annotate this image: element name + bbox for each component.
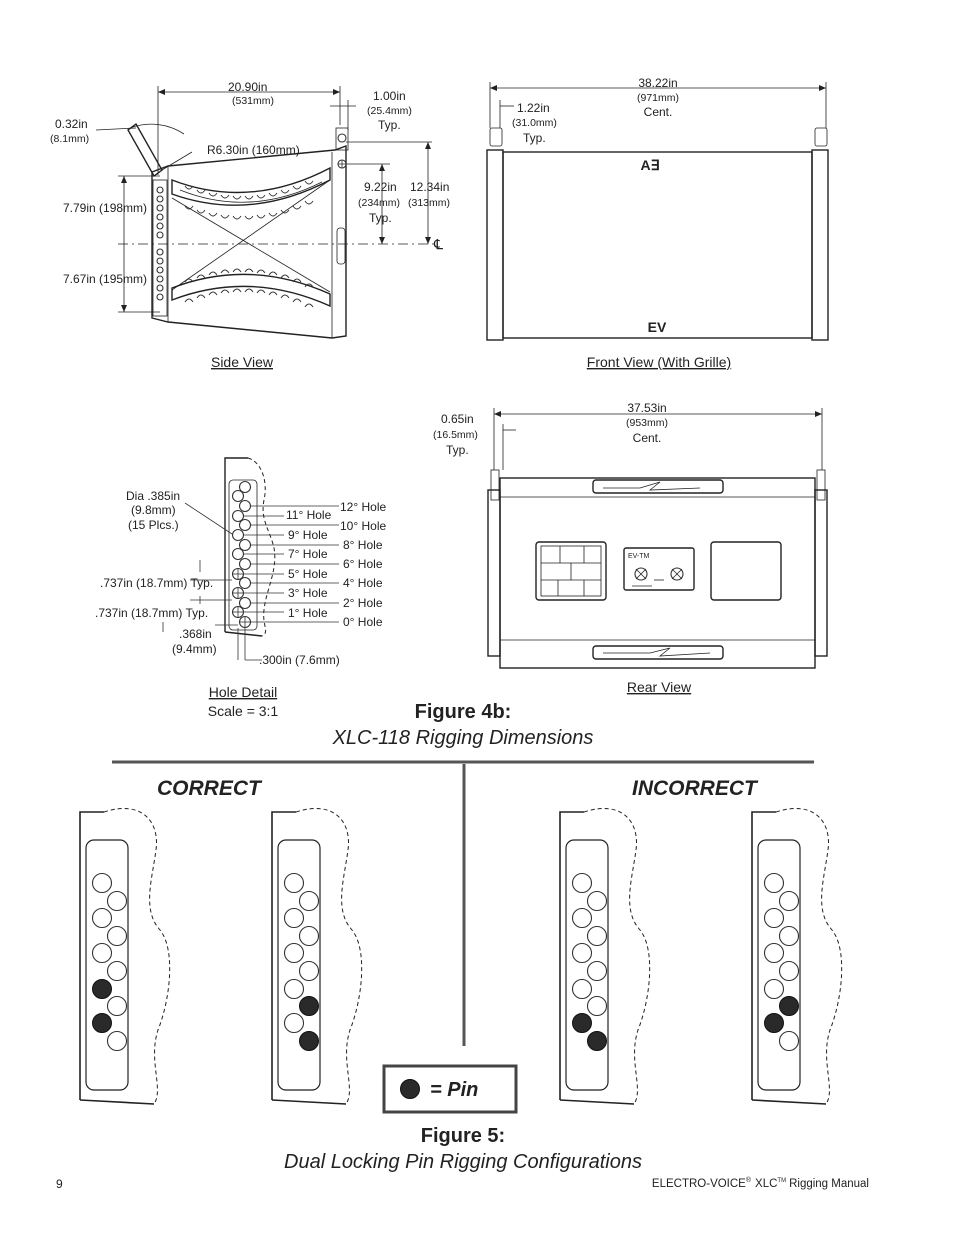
side-radius-dim: R6.30in (160mm) — [207, 143, 300, 157]
front-122-dim-typ: Typ. — [523, 131, 546, 145]
figure5-label: Figure 5: — [421, 1125, 505, 1147]
side-922-dim: 9.22in — [364, 180, 397, 194]
rear-065-dim: 0.65in — [441, 412, 474, 426]
side-100-dim-typ: Typ. — [378, 118, 401, 132]
hole-detail-scale: Scale = 3:1 — [208, 703, 279, 719]
front-width-dim-cent: Cent. — [644, 105, 673, 119]
hole-label-0: 0° Hole — [343, 615, 383, 629]
side-032-dim: 0.32in — [55, 117, 88, 131]
side-1234-dim-mm: (313mm) — [408, 197, 450, 209]
hole-label-4: 4° Hole — [343, 576, 383, 590]
hole-737b: .737in (18.7mm) Typ. — [95, 606, 208, 620]
hole-label-7: 7° Hole — [288, 547, 328, 561]
side-922-dim-mm: (234mm) — [358, 197, 400, 209]
front-width-dim-mm: (971mm) — [637, 92, 679, 104]
pin-legend: = Pin — [382, 1064, 518, 1114]
front-width-dim: 38.22in — [638, 76, 677, 90]
side-779-dim: 7.79in (198mm) — [63, 201, 147, 215]
hole-737a: .737in (18.7mm) Typ. — [100, 576, 213, 590]
pin-legend-label: = Pin — [430, 1079, 478, 1101]
front-logo-top: A∃ — [641, 157, 660, 173]
hole-dia: Dia .385in — [126, 489, 180, 503]
rear-065-dim-typ: Typ. — [446, 443, 469, 457]
incorrect-plate-1 — [559, 807, 651, 1105]
hole-label-11: 11° Hole — [286, 508, 332, 522]
footer-brand-reg: ® — [746, 1176, 752, 1184]
side-width-dim-mm: (531mm) — [232, 95, 274, 107]
side-032-dim-mm: (8.1mm) — [50, 133, 89, 145]
front-122-dim-mm: (31.0mm) — [512, 117, 557, 129]
correct-plate-1 — [79, 807, 171, 1105]
front-view-title: Front View (With Grille) — [587, 354, 731, 370]
rear-width-dim-mm: (953mm) — [626, 417, 668, 429]
page-number: 9 — [56, 1177, 63, 1191]
hole-detail-drawing — [162, 457, 339, 661]
side-rigging-holes — [156, 186, 164, 301]
hole-dia-count: (15 Plcs.) — [128, 518, 179, 532]
footer-manual: Rigging Manual — [789, 1178, 869, 1190]
hole-labels-right: 12° Hole 10° Hole 8° Hole 6° Hole 4° Hol… — [340, 500, 386, 629]
footer-brand: ELECTRO-VOICE — [652, 1178, 746, 1190]
footer-product-tm: TM — [777, 1178, 786, 1184]
incorrect-plate-2 — [751, 807, 843, 1105]
hole-368-mm: (9.4mm) — [172, 642, 217, 656]
side-767-dim: 7.67in (195mm) — [63, 272, 147, 286]
side-centerline: ℄ — [433, 236, 443, 252]
hole-label-5: 5° Hole — [288, 567, 328, 581]
figure4b-label: Figure 4b: — [415, 701, 512, 723]
rear-width-dim: 37.53in — [627, 401, 666, 415]
pin-legend-icon — [400, 1079, 420, 1099]
side-922-dim-typ: Typ. — [369, 211, 392, 225]
hole-label-9: 9° Hole — [288, 528, 328, 542]
hole-detail-holes — [231, 480, 252, 629]
rear-065-dim-mm: (16.5mm) — [433, 429, 478, 441]
side-view-drawing — [95, 86, 436, 339]
hole-dia-mm: (9.8mm) — [131, 503, 176, 517]
figure4b-caption: XLC-118 Rigging Dimensions — [332, 727, 594, 749]
hole-label-10: 10° Hole — [340, 519, 386, 533]
side-width-dim: 20.90in — [228, 80, 267, 94]
rear-width-dim-cent: Cent. — [633, 431, 662, 445]
hole-300: .300in (7.6mm) — [259, 653, 340, 667]
hole-detail-title: Hole Detail — [209, 684, 277, 700]
hole-label-6: 6° Hole — [343, 557, 383, 571]
incorrect-heading: INCORRECT — [632, 777, 759, 800]
rear-panel-label: EV-TM — [628, 553, 650, 560]
hole-label-2: 2° Hole — [343, 596, 383, 610]
correct-heading: CORRECT — [157, 777, 263, 800]
hole-label-3: 3° Hole — [288, 586, 328, 600]
side-100-dim: 1.00in — [373, 89, 406, 103]
hole-label-12: 12° Hole — [340, 500, 386, 514]
correct-plate-2 — [271, 807, 363, 1105]
hole-label-8: 8° Hole — [343, 538, 383, 552]
side-1234-dim: 12.34in — [410, 180, 449, 194]
footer-product: XLC — [755, 1178, 777, 1190]
figure5-caption: Dual Locking Pin Rigging Configurations — [284, 1151, 642, 1173]
front-122-dim: 1.22in — [517, 101, 550, 115]
rear-view-title: Rear View — [627, 679, 692, 695]
hole-368: .368in — [179, 627, 212, 641]
side-100-dim-mm: (25.4mm) — [367, 105, 412, 117]
side-view-title: Side View — [211, 354, 274, 370]
hole-labels-left: 11° Hole 9° Hole 7° Hole 5° Hole 3° Hole… — [286, 508, 332, 620]
hole-label-1: 1° Hole — [288, 606, 328, 620]
rear-view-drawing — [487, 408, 828, 669]
front-logo-bottom: EV — [648, 319, 667, 335]
front-view-drawing — [486, 82, 829, 341]
